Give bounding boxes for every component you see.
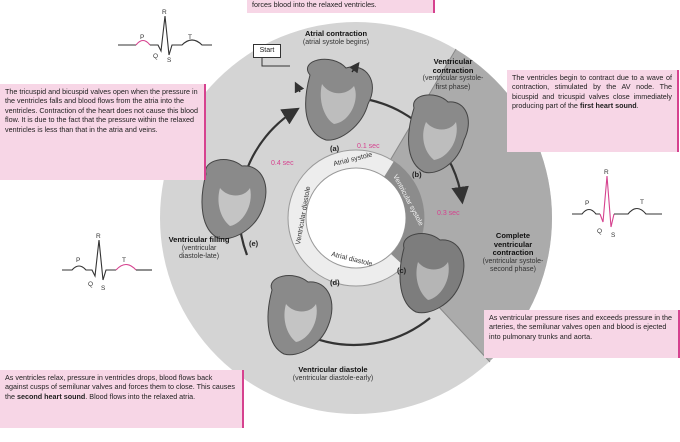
ecg-label-t: T: [122, 257, 126, 264]
inner-hole: [305, 167, 407, 269]
ejection-note: As ventricular pressure rises and exceed…: [484, 310, 680, 358]
heart-illustration-e: [201, 159, 267, 240]
phase-e-title: Ventricular filling: [168, 235, 230, 244]
ecg-label-q: Q: [597, 228, 602, 235]
phase-b-subtitle: (ventricular systole-first phase): [422, 75, 484, 91]
phase-a-letter: (a): [330, 144, 340, 153]
ecg-label-r: R: [162, 9, 167, 16]
second-heart-sound-end: . Blood flows into the relaxed atria.: [85, 391, 196, 401]
second-heart-sound-note: As ventricles relax, pressure in ventric…: [0, 370, 244, 428]
top-note-box: forces blood into the relaxed ventricles…: [247, 0, 435, 13]
phase-e-subtitle: (ventricular diastole-late): [178, 244, 220, 261]
heart-illustration-a: [294, 58, 373, 141]
phase-c-label: Complete ventricular contraction (ventri…: [476, 231, 550, 275]
ecg-label-s: S: [101, 285, 106, 292]
valves-open-text: The tricuspid and bicuspid valves open w…: [5, 87, 198, 134]
ecg-label-t: T: [188, 34, 192, 41]
phase-a-title: Atrial contraction: [304, 29, 368, 38]
phase-a-time: 0.1 sec: [357, 143, 380, 150]
phase-e-letter: (e): [249, 239, 259, 248]
ecg-label-p: P: [140, 34, 144, 41]
phase-b-letter: (b): [412, 170, 422, 179]
top-note-text: forces blood into the relaxed ventricles…: [252, 0, 377, 9]
first-heart-sound-bold: first heart sound: [579, 101, 637, 111]
phase-b-label: Ventricular contraction (ventricular sys…: [420, 57, 486, 92]
ecg-label-r: R: [96, 233, 101, 240]
ecg-label-s: S: [611, 232, 616, 239]
phase-c-subtitle: (ventricular systole-second phase): [482, 257, 544, 274]
valves-open-note: The tricuspid and bicuspid valves open w…: [0, 84, 206, 180]
phase-a-label: Atrial contraction (atrial systole begin…: [290, 29, 382, 47]
second-heart-sound-bold: second heart sound: [17, 391, 86, 401]
ecg-label-p: P: [585, 200, 589, 207]
ecg-label-s: S: [167, 57, 172, 64]
heart-illustration-b: [408, 94, 469, 174]
phase-d-subtitle: (ventricular diastole-early): [292, 374, 374, 382]
first-heart-sound-end: .: [636, 101, 639, 111]
ecg-trace-p: [118, 15, 212, 56]
ecg-label-q: Q: [88, 281, 93, 288]
ecg-label-t: T: [640, 199, 644, 206]
first-heart-sound-text: The ventricles begin to contract due to …: [512, 73, 672, 111]
phase-c-letter: (c): [397, 266, 407, 275]
phase-d-letter: (d): [330, 278, 340, 287]
first-heart-sound-note: The ventricles begin to contract due to …: [507, 70, 679, 152]
phase-d-label: Ventricular diastole (ventricular diasto…: [278, 365, 388, 383]
phase-c-title: Complete ventricular contraction: [492, 231, 534, 258]
heart-illustration-c: [399, 233, 465, 314]
ecg-trace-qrs: [572, 175, 662, 228]
phase-b-title: Ventricular contraction: [432, 57, 474, 75]
systole-sector: [356, 49, 552, 362]
phase-a-subtitle: (atrial systole begins): [302, 38, 370, 46]
phase-c-time: 0.3 sec: [437, 210, 460, 217]
phase-d-title: Ventricular diastole: [298, 365, 368, 374]
start-label: Start: [253, 44, 281, 58]
phase-e-time: 0.4 sec: [271, 160, 294, 167]
phase-e-label: Ventricular filling (ventricular diastol…: [168, 235, 230, 262]
ecg-label-r: R: [604, 169, 609, 176]
ecg-trace-t: [62, 239, 152, 281]
ecg-label-q: Q: [153, 53, 158, 60]
second-heart-sound-text: As ventricles relax, pressure in ventric…: [5, 373, 235, 401]
ejection-text: As ventricular pressure rises and exceed…: [489, 313, 672, 341]
heart-illustration-d: [267, 275, 333, 356]
ecg-label-p: P: [76, 257, 80, 264]
